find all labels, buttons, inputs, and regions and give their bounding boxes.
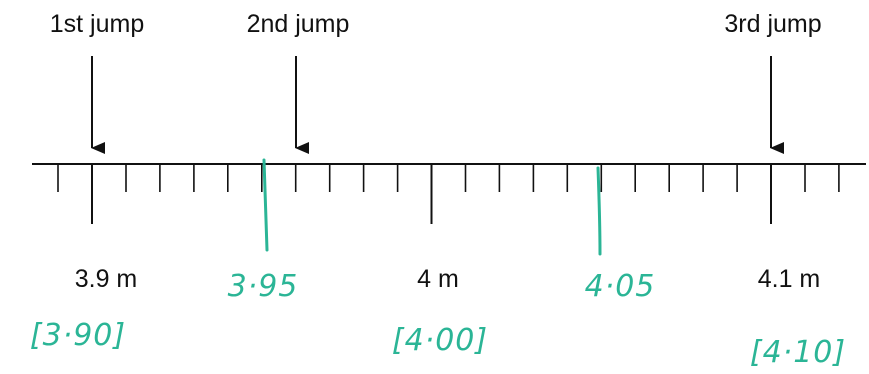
jump-2-label: 2nd jump (247, 10, 350, 38)
handwritten-mark-405-line (596, 166, 602, 256)
handwritten-3-90: [3·90] (30, 318, 126, 353)
handwritten-mark-395-line (262, 158, 269, 252)
handwritten-4-10: [4·10] (750, 335, 846, 370)
handwritten-3-95: 3·95 (228, 269, 299, 304)
tick-marks (57, 164, 840, 224)
handwritten-4-00: [4·00] (392, 323, 488, 358)
jump-3-label: 3rd jump (724, 10, 821, 38)
scale-label-3-9: 3.9 m (75, 265, 138, 293)
scale-label-4-1: 4.1 m (758, 265, 821, 293)
scale-label-4: 4 m (417, 265, 459, 293)
handwritten-4-05: 4·05 (585, 269, 656, 304)
jump-1-label: 1st jump (50, 10, 144, 38)
